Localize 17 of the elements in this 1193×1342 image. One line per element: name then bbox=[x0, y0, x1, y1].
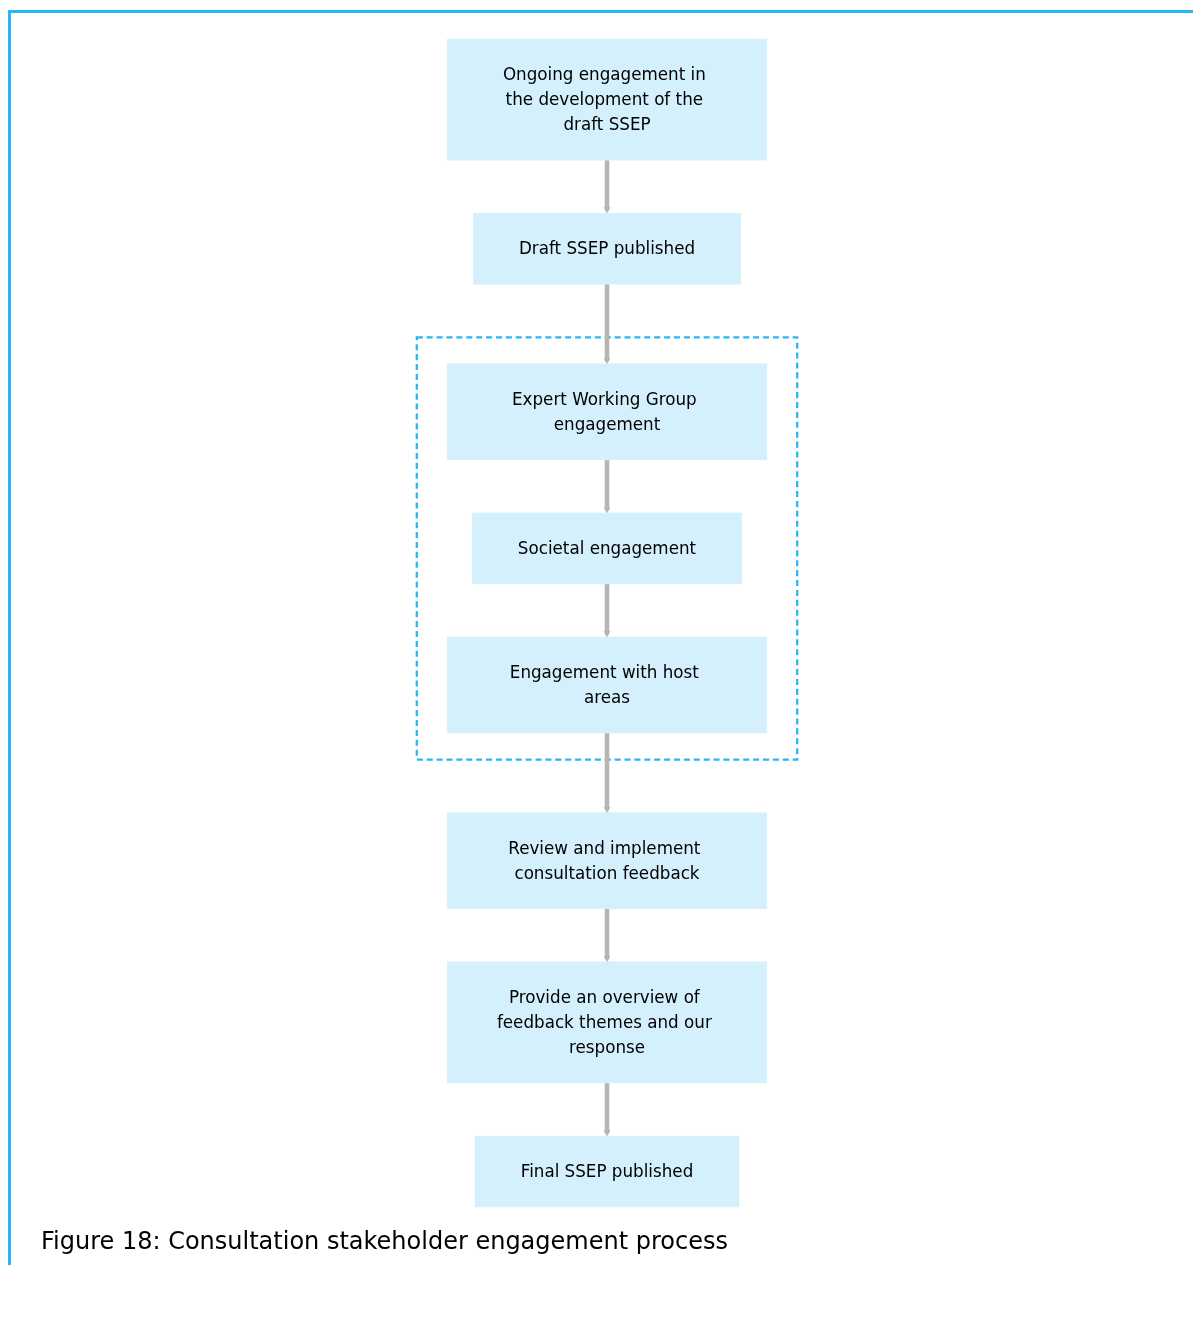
arrow bbox=[603, 459, 611, 514]
node-box: Review and implement consultation feedback bbox=[446, 812, 768, 910]
node-box: Final SSEP published bbox=[474, 1135, 740, 1208]
node-box: Draft SSEP published bbox=[472, 212, 742, 285]
node-box: Engagement with host areas bbox=[446, 636, 768, 734]
node-box: Ongoing engagement in the development of the draft SSEP bbox=[446, 38, 768, 161]
cluster bbox=[415, 336, 799, 761]
node-box: Expert Working Group engagement bbox=[446, 363, 768, 461]
node-box: Societal engagement bbox=[471, 512, 743, 585]
arrow bbox=[603, 284, 611, 365]
arrow bbox=[603, 160, 611, 214]
arrow bbox=[603, 1082, 611, 1137]
figure-caption: Figure 18: Consultation stakeholder engagement process bbox=[41, 1227, 729, 1255]
arrow bbox=[603, 732, 611, 814]
arrow bbox=[603, 908, 611, 963]
node-box: Provide an overview of feedback themes and our response bbox=[446, 961, 768, 1084]
arrow bbox=[603, 583, 611, 638]
